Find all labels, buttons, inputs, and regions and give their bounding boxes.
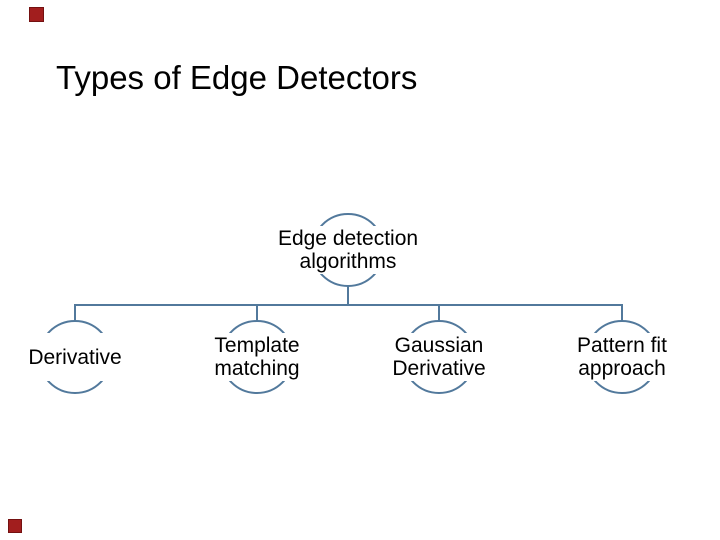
node-template-matching: Template matching xyxy=(210,320,304,394)
node-gaussian-derivative: Gaussian Derivative xyxy=(388,320,490,394)
node-label: Pattern fit approach xyxy=(573,333,671,381)
node-pattern-fit-approach: Pattern fit approach xyxy=(573,320,671,394)
connector-drop-gaussian-derivative xyxy=(438,304,440,321)
node-label: Derivative xyxy=(24,333,126,381)
top-left-corner-marker xyxy=(29,7,44,22)
connector-drop-pattern-fit xyxy=(621,304,623,321)
connector-horizontal xyxy=(74,304,623,306)
node-edge-detection-algorithms: Edge detection algorithms xyxy=(273,213,423,287)
bottom-left-corner-marker xyxy=(8,519,22,533)
node-label: Gaussian Derivative xyxy=(388,333,490,381)
slide-title: Types of Edge Detectors xyxy=(56,59,418,96)
node-label: Template matching xyxy=(210,333,304,381)
connector-drop-derivative xyxy=(74,304,76,321)
connector-root-stub xyxy=(347,286,349,305)
node-label: Edge detection algorithms xyxy=(273,226,423,274)
node-derivative: Derivative xyxy=(24,320,126,394)
connector-drop-template-matching xyxy=(256,304,258,321)
